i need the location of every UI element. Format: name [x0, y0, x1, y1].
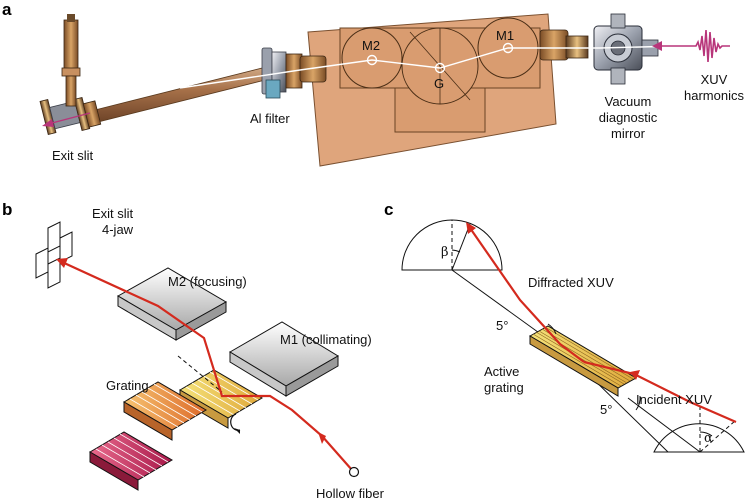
m2-focusing-label: M2 (focusing) — [168, 274, 247, 289]
beam-path-b — [61, 261, 353, 471]
vacuum-label-2: diagnostic — [599, 110, 658, 125]
rotation-arrow-head — [234, 428, 240, 434]
beam-arrow-head-b — [56, 258, 68, 268]
bellows — [565, 35, 589, 59]
alpha-ref-line — [699, 419, 737, 453]
vacuum-label-3: mirror — [611, 126, 646, 141]
alpha-arc — [699, 431, 713, 437]
m2-marker — [366, 54, 378, 66]
panel-b: b — [2, 200, 385, 501]
grating-normal — [177, 355, 223, 393]
m2-focusing-mirror — [116, 267, 228, 341]
diffracted-beam — [469, 227, 585, 363]
rotation-arrow-icon — [230, 413, 241, 431]
angle-arc-bottom — [635, 395, 641, 411]
alpha-symbol: α — [704, 431, 713, 446]
vacuum-label-1: Vacuum — [605, 94, 652, 109]
panel-c-letter: c — [384, 200, 393, 219]
xuv-pulse-icon — [690, 29, 730, 63]
grating-label: Grating — [106, 378, 149, 393]
exit-slit-label: Exit slit — [52, 148, 94, 163]
reference-line-lower — [627, 397, 701, 453]
angle-arc-top — [547, 323, 557, 335]
incident-arrow-head — [630, 370, 640, 380]
exit-slit-jaws — [35, 221, 73, 289]
active-grating-label-1: Active — [484, 364, 519, 379]
panel-a-letter: a — [2, 0, 12, 19]
diffracted-xuv-label: Diffracted XUV — [528, 275, 614, 290]
panel-a: a — [2, 0, 744, 167]
beta-ref-line — [451, 223, 471, 271]
diffracted-arrow-head — [466, 222, 476, 234]
m1-marker — [502, 42, 514, 54]
b-exit-slit-label-1: Exit slit — [92, 206, 134, 221]
angle-alpha-protractor — [653, 423, 745, 453]
m2-label: M2 — [362, 38, 380, 53]
beta-arc — [451, 249, 461, 253]
angle-label-top: 5° — [496, 318, 508, 333]
output-beam-arrow — [51, 112, 91, 124]
incident-xuv-label: Incident XUV — [636, 392, 712, 407]
beta-symbol: β — [441, 245, 449, 260]
beam-arrow-mid-b — [318, 432, 326, 444]
g-label: G — [434, 76, 444, 91]
slit-manipulator — [61, 14, 81, 107]
grating-red — [89, 431, 173, 491]
m1-collimating-mirror — [229, 321, 339, 397]
panel-c: c — [384, 200, 745, 453]
active-grating-label-2: grating — [484, 380, 524, 395]
xuv-label-2: harmonics — [684, 88, 744, 103]
panel-b-letter: b — [2, 200, 12, 219]
xuv-beam-path — [179, 45, 681, 89]
output-arrow-head — [42, 119, 54, 127]
b-exit-slit-label-2: 4-jaw — [102, 222, 134, 237]
grating-orange — [123, 381, 207, 441]
m1-label: M1 — [496, 28, 514, 43]
vacuum-diagnostic-chamber — [593, 13, 659, 85]
m2-tank — [341, 27, 403, 89]
hollow-fiber-icon — [348, 466, 360, 478]
incident-beam — [583, 360, 737, 424]
angle-label-bottom: 5° — [600, 402, 612, 417]
xuv-label-1: XUV — [701, 72, 728, 87]
input-arrow-head — [652, 41, 662, 51]
g-marker — [434, 62, 446, 74]
chamber-port-left — [299, 55, 327, 83]
hollow-fiber-label: Hollow fiber — [316, 486, 385, 501]
chamber-port-right — [539, 29, 569, 61]
m1-collimating-label: M1 (collimating) — [280, 332, 372, 347]
al-filter-label: Al filter — [250, 111, 290, 126]
grating-yellow — [179, 369, 263, 429]
